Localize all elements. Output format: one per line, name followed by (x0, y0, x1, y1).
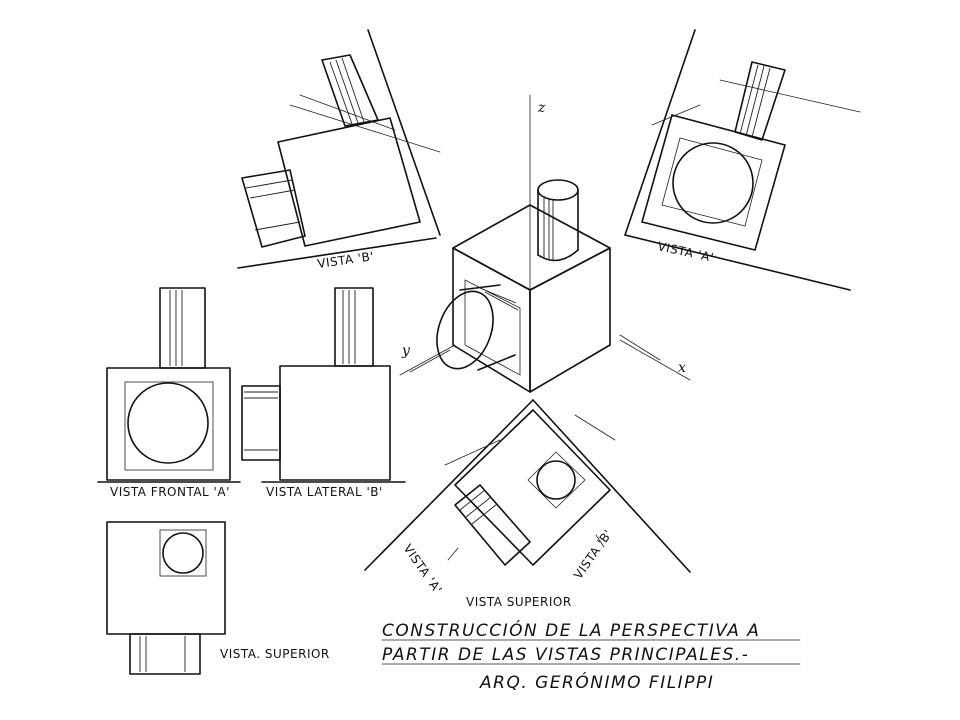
vista-superior-rotated: VISTA 'A' VISTA 'B' VISTA SUPERIOR (364, 399, 691, 609)
title-block: CONSTRUCCIÓN DE LA PERSPECTIVA A PARTIR … (381, 619, 801, 693)
vista-frontal-label: VISTA FRONTAL 'A' (110, 485, 230, 499)
axis-x-label: x (678, 360, 686, 376)
vista-a-rotated: VISTA 'A' (624, 29, 861, 291)
isometric-cube (436, 179, 611, 393)
vista-superior-left: VISTA. SUPERIOR (106, 521, 330, 675)
vista-lateral: VISTA LATERAL 'B' (241, 287, 406, 499)
vista-frontal: VISTA FRONTAL 'A' (97, 287, 241, 499)
vista-a-top-label: VISTA 'A' (656, 239, 715, 265)
vista-superior-left-label: VISTA. SUPERIOR (220, 647, 330, 661)
title-author: ARQ. GERÓNIMO FILIPPI (479, 671, 714, 693)
title-line-1: CONSTRUCCIÓN DE LA PERSPECTIVA A (382, 619, 760, 641)
vista-lateral-label: VISTA LATERAL 'B' (266, 485, 383, 499)
vista-b-top-label: VISTA 'B' (316, 249, 375, 271)
axis-y-label: y (401, 343, 411, 359)
axis-z-label: z (537, 100, 546, 116)
isometric-axes: z x y (399, 94, 691, 391)
title-line-2: PARTIR DE LAS VISTAS PRINCIPALES.- (382, 645, 749, 665)
vista-superior-bottom-label: VISTA SUPERIOR (466, 595, 572, 609)
vista-b-rotated: VISTA 'B' (237, 29, 441, 271)
vista-a-arrow-label: VISTA 'A' (401, 542, 445, 597)
vista-b-arrow-label: VISTA 'B' (571, 527, 615, 582)
